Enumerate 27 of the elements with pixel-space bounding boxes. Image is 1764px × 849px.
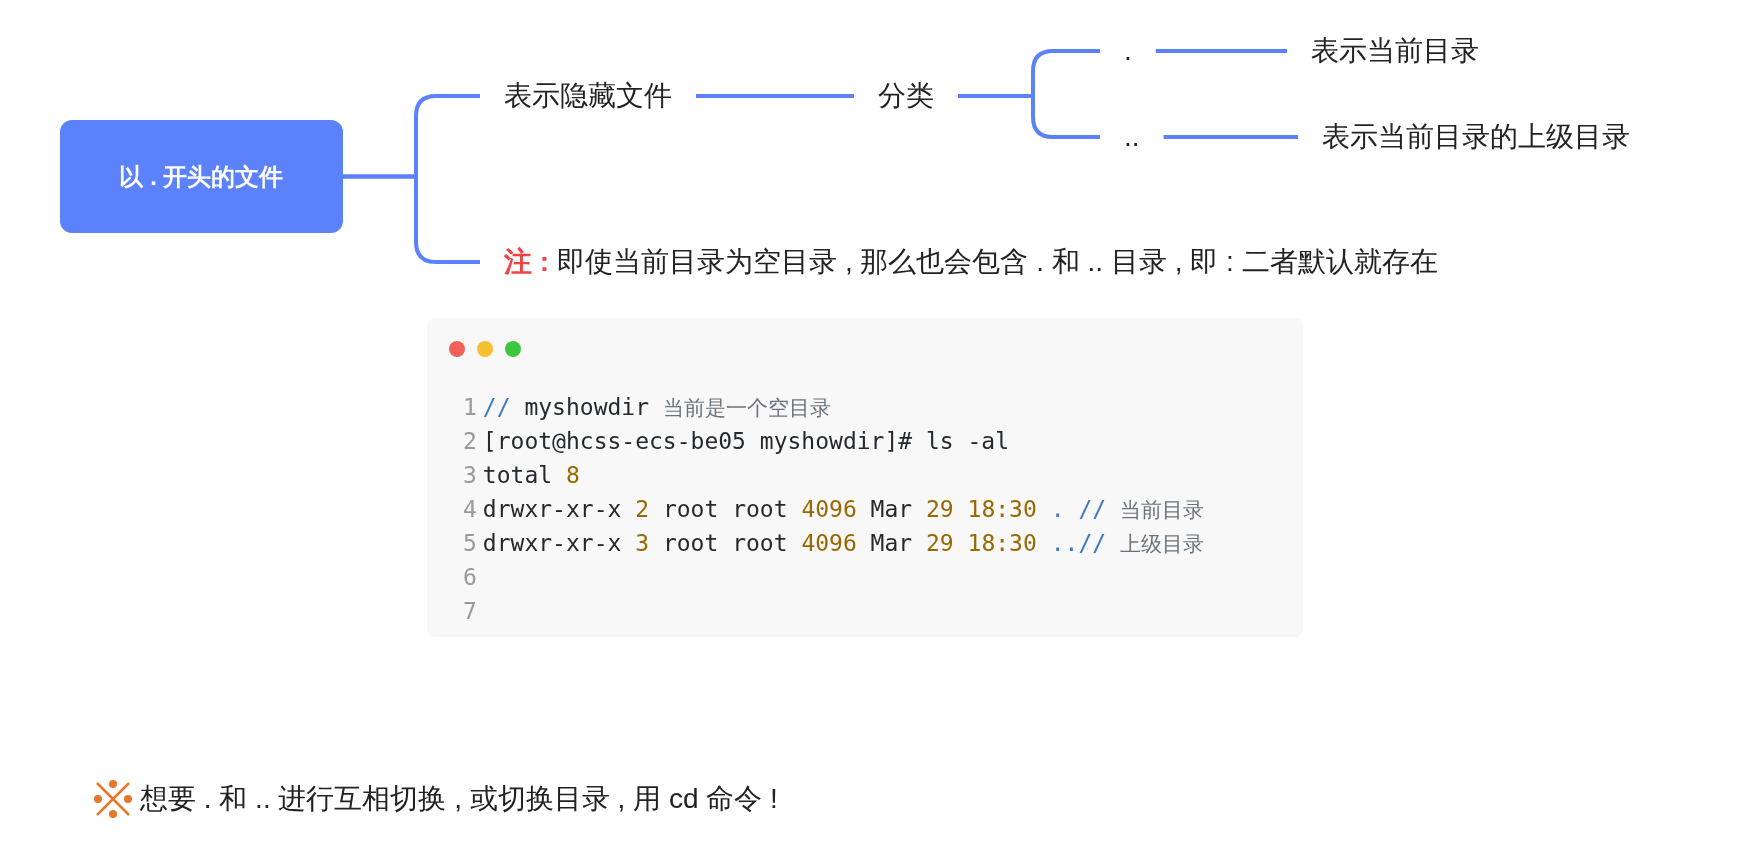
line-number: 5 [463,528,477,558]
line-number: 6 [463,562,477,592]
topic-text: 表示当前目录 [1311,34,1479,68]
topic-text: 即使当前目录为空目录 , 那么也会包含 . 和 .. 目录 , 即 : 二者默认就存在 [557,245,1438,279]
topic-text: . [1124,34,1132,68]
code-line: drwxr-xr-x 3 root root 4096 Mar 29 18:30 ..// 上级目录 [482,528,1204,558]
connector-line [958,94,1100,139]
code-line: drwxr-xr-x 2 root root 4096 Mar 29 18:30 . // 当前目录 [482,494,1204,524]
connector-line [696,94,854,98]
connector-line [1155,49,1287,53]
code-line: [root@hcss-ecs-be05 myshowdir]# ls -al [482,426,1010,456]
line-number: 7 [463,596,477,626]
topic-text: .. [1124,120,1140,154]
topic-text: 分类 [878,79,934,113]
code-line: // myshowdir 当前是一个空目录 [482,392,831,422]
line-number: 2 [463,426,477,456]
line-number: 3 [463,460,477,490]
line-number: 1 [463,392,477,422]
topic-text: 表示隐藏文件 [504,79,672,113]
tip-text: 想要 . 和 .. 进行互相切换 , 或切换目录 , 用 cd 命令 ! [140,782,778,816]
connector-line [1163,135,1298,139]
note-heading: 注 : [504,245,550,279]
topic-text: 表示当前目录的上级目录 [1322,120,1630,154]
root-topic-box: 以 . 开头的文件 [60,120,343,233]
line-number: 4 [463,494,477,524]
connector-line [343,174,480,264]
code-line: total 8 [482,460,580,490]
